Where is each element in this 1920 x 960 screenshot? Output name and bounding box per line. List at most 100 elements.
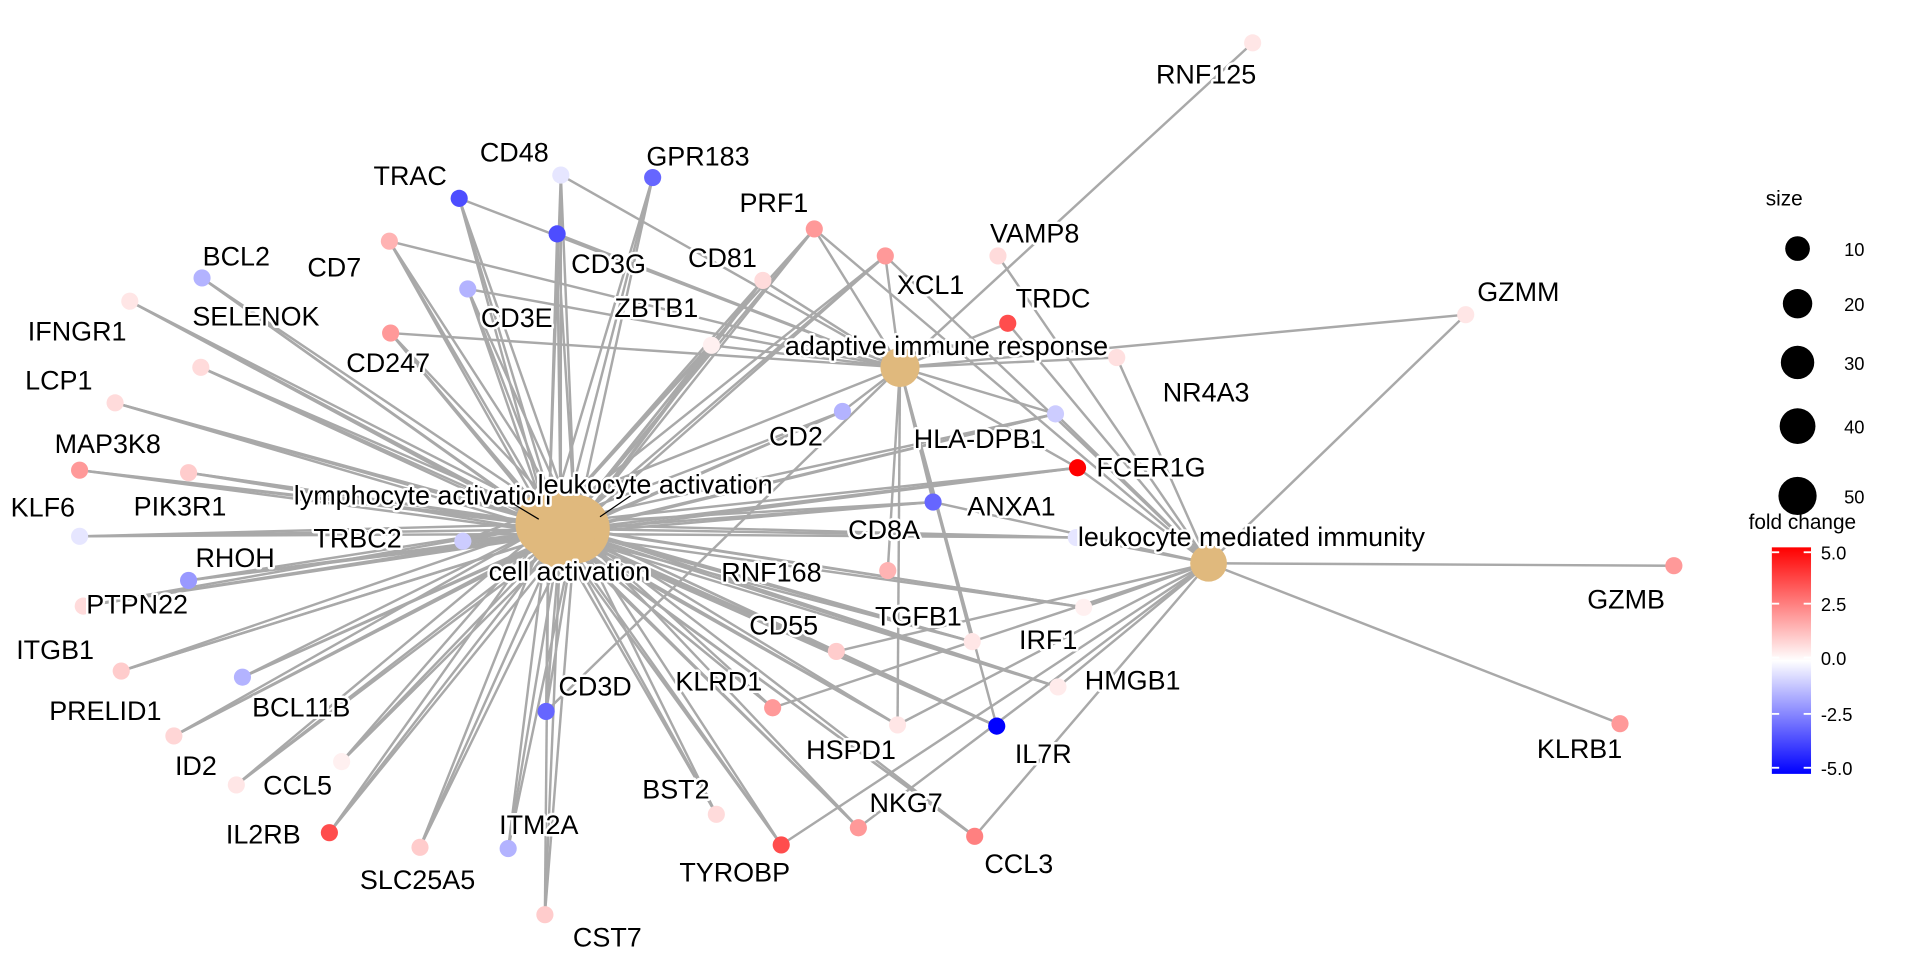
gene-label: NR4A3 bbox=[1163, 378, 1250, 408]
gene-node[interactable] bbox=[1049, 678, 1067, 696]
gene-node[interactable] bbox=[1068, 459, 1087, 477]
gene-node[interactable] bbox=[827, 642, 845, 660]
gene-label: XCL1 bbox=[897, 270, 964, 300]
gene-node[interactable] bbox=[1244, 34, 1262, 52]
gene-node[interactable] bbox=[999, 314, 1017, 332]
gene-label: CD55 bbox=[749, 610, 818, 640]
edge-ANXA1-4 bbox=[1076, 536, 1209, 565]
gene-node[interactable] bbox=[966, 827, 984, 845]
edge-PRF1-3 bbox=[813, 228, 902, 368]
edge-IL7R-2 bbox=[560, 532, 998, 728]
gene-node[interactable] bbox=[989, 247, 1007, 265]
gene-label: BST2 bbox=[642, 774, 709, 804]
gene-node[interactable] bbox=[382, 324, 400, 342]
gene-node[interactable] bbox=[754, 271, 772, 289]
gene-node[interactable] bbox=[193, 269, 211, 287]
edge-ZBTB1-0 bbox=[547, 344, 713, 525]
gene-label: IRF1 bbox=[1019, 625, 1077, 655]
gene-label: HMGB1 bbox=[1085, 665, 1181, 695]
gene-node[interactable] bbox=[536, 906, 554, 924]
gene-label: GZMM bbox=[1477, 277, 1559, 307]
gene-node[interactable] bbox=[1067, 528, 1085, 547]
edge-ZBTB1-3 bbox=[711, 344, 901, 369]
gene-node[interactable] bbox=[876, 247, 894, 265]
gene-node[interactable] bbox=[772, 836, 790, 854]
gene-label: BCL2 bbox=[203, 242, 270, 272]
gene-node[interactable] bbox=[805, 220, 823, 238]
gene-node[interactable] bbox=[963, 633, 981, 651]
gene-node[interactable] bbox=[459, 280, 477, 298]
edge-GZMM-3 bbox=[899, 313, 1466, 369]
edge-HLA-DPB1-3 bbox=[899, 366, 1056, 416]
category-node[interactable] bbox=[1190, 544, 1227, 582]
size-legend-label: 20 bbox=[1844, 294, 1864, 315]
gene-label: TRDC bbox=[1016, 283, 1091, 313]
gene-node[interactable] bbox=[454, 532, 472, 550]
category-node[interactable] bbox=[880, 347, 920, 387]
edge-TRAC-0 bbox=[458, 198, 550, 525]
gene-node[interactable] bbox=[1457, 306, 1475, 324]
gene-node[interactable] bbox=[879, 562, 897, 580]
size-legend-title: size bbox=[1766, 188, 1803, 211]
edge-LCP1-2 bbox=[114, 401, 562, 536]
gene-node[interactable] bbox=[180, 571, 198, 589]
gene-label: KLRB1 bbox=[1537, 734, 1622, 764]
gene-node[interactable] bbox=[106, 394, 124, 412]
gene-node[interactable] bbox=[537, 702, 555, 720]
gene-node[interactable] bbox=[112, 662, 130, 680]
size-legend-label: 40 bbox=[1844, 416, 1864, 437]
edge-ITGB1-0 bbox=[120, 522, 549, 673]
gene-node[interactable] bbox=[333, 753, 351, 771]
gene-node[interactable] bbox=[320, 824, 338, 842]
edge-IFNGR1-2 bbox=[129, 300, 562, 535]
gene-node[interactable] bbox=[888, 716, 907, 734]
gene-label: MAP3K8 bbox=[55, 429, 161, 459]
color-tick-label: 5.0 bbox=[1821, 543, 1847, 564]
gene-node[interactable] bbox=[121, 292, 139, 310]
gene-node[interactable] bbox=[644, 168, 662, 187]
edge-MAP3K8-2 bbox=[79, 468, 561, 536]
color-tick-label: -5.0 bbox=[1821, 758, 1853, 779]
category-label: leukocyte mediated immunity bbox=[1078, 522, 1426, 552]
edge-CD7-1 bbox=[388, 240, 577, 530]
gene-node[interactable] bbox=[988, 717, 1006, 735]
gene-node[interactable] bbox=[833, 402, 852, 420]
gene-node[interactable] bbox=[548, 225, 566, 243]
edge-BCL2-1 bbox=[201, 276, 577, 530]
gene-node[interactable] bbox=[1665, 557, 1683, 575]
size-legend-label: 10 bbox=[1844, 239, 1864, 260]
edge-ID2-0 bbox=[235, 523, 550, 786]
gene-node[interactable] bbox=[74, 597, 92, 615]
gene-node[interactable] bbox=[450, 189, 468, 207]
edge-CCL3-4 bbox=[973, 562, 1210, 838]
gene-node[interactable] bbox=[233, 668, 252, 686]
edges bbox=[79, 41, 1674, 915]
gene-node[interactable] bbox=[165, 727, 183, 745]
gene-node[interactable] bbox=[411, 838, 429, 856]
size-legend-label: 50 bbox=[1844, 486, 1864, 507]
gene-node[interactable] bbox=[707, 805, 725, 823]
edge-ANXA1-2 bbox=[560, 532, 1077, 539]
gene-node[interactable] bbox=[227, 776, 245, 794]
gene-node[interactable] bbox=[1108, 348, 1126, 367]
edge-PTPN22-2 bbox=[83, 532, 561, 608]
gene-node[interactable] bbox=[1611, 715, 1629, 733]
gene-node[interactable] bbox=[552, 166, 570, 184]
gene-node[interactable] bbox=[1075, 598, 1093, 616]
gene-node[interactable] bbox=[71, 527, 89, 545]
edge-SELENOK-2 bbox=[200, 366, 562, 535]
category-node[interactable] bbox=[526, 499, 596, 569]
gene-node[interactable] bbox=[380, 232, 398, 250]
gene-node[interactable] bbox=[702, 336, 720, 354]
gene-node[interactable] bbox=[924, 493, 942, 511]
edge-IRF1-2 bbox=[560, 532, 1084, 609]
gene-node[interactable] bbox=[180, 464, 198, 482]
gene-node[interactable] bbox=[764, 699, 782, 717]
edge-NKG7-4 bbox=[857, 562, 1210, 829]
edge-ID2-2 bbox=[235, 532, 562, 786]
gene-node[interactable] bbox=[71, 461, 89, 479]
gene-node[interactable] bbox=[1046, 405, 1065, 423]
gene-node[interactable] bbox=[849, 819, 867, 837]
gene-node[interactable] bbox=[192, 358, 210, 376]
gene-node[interactable] bbox=[499, 840, 517, 858]
